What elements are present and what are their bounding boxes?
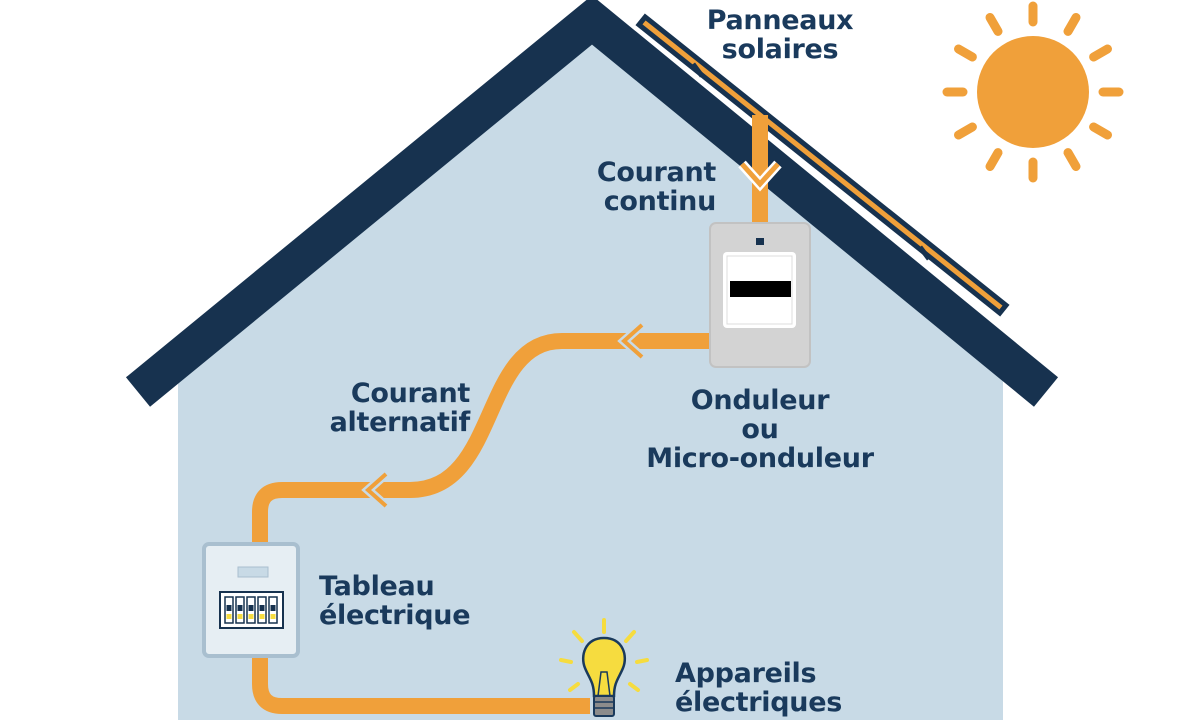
label-direct-current-line1: Courant [596, 157, 716, 188]
label-inverter-line2: ou [741, 414, 779, 445]
sun-icon [942, 1, 1124, 183]
label-appliances-line1: Appareils [675, 658, 817, 689]
label-solar-panels: Panneaux solaires [690, 6, 870, 64]
light-bulb-icon [559, 618, 649, 717]
sun-ray [1063, 148, 1081, 171]
label-direct-current: Courant continu [560, 158, 716, 216]
sun-ray [985, 148, 1003, 171]
label-inverter: Onduleur ou Micro-onduleur [630, 386, 890, 473]
breaker-switch [270, 605, 276, 611]
label-solar-panels-line1: Panneaux [706, 5, 854, 36]
breaker-switch [237, 605, 243, 611]
label-alternating-current-line2: alternatif [329, 407, 471, 438]
sun-ray [985, 13, 1003, 36]
sun-ray [954, 44, 977, 62]
house-roof [125, 0, 1059, 407]
label-inverter-line1: Onduleur [690, 385, 830, 416]
solar-panel [635, 13, 1010, 317]
dc-current-flow [738, 115, 782, 228]
label-direct-current-line2: continu [603, 186, 717, 217]
label-appliances: Appareils électriques [675, 659, 875, 717]
breaker-switch [226, 605, 232, 611]
sun-ray [954, 122, 977, 140]
label-appliances-line2: électriques [675, 687, 842, 718]
label-electrical-panel: Tableau électrique [319, 572, 509, 630]
breaker-indicator [226, 614, 232, 619]
electrical-panel-icon [202, 542, 300, 658]
label-alternating-current-line1: Courant [350, 378, 470, 409]
label-electrical-panel-line1: Tableau [319, 571, 435, 602]
breaker-indicator [270, 614, 276, 619]
breaker-switch [248, 605, 254, 611]
breaker-indicator [237, 614, 243, 619]
sun-ray [1089, 44, 1112, 62]
breaker-switch [259, 605, 265, 611]
label-inverter-line3: Micro-onduleur [646, 443, 874, 474]
ac-current-flow [252, 321, 714, 552]
breaker-indicator [259, 614, 265, 619]
label-electrical-panel-line2: électrique [319, 600, 471, 631]
label-alternating-current: Courant alternatif [300, 378, 471, 438]
breaker-indicator [248, 614, 254, 619]
sun-ray [1089, 122, 1112, 140]
inverter-icon [709, 222, 811, 368]
sun-ray [1063, 13, 1081, 36]
appliance-current-flow [252, 650, 590, 714]
label-solar-panels-line2: solaires [721, 34, 839, 65]
